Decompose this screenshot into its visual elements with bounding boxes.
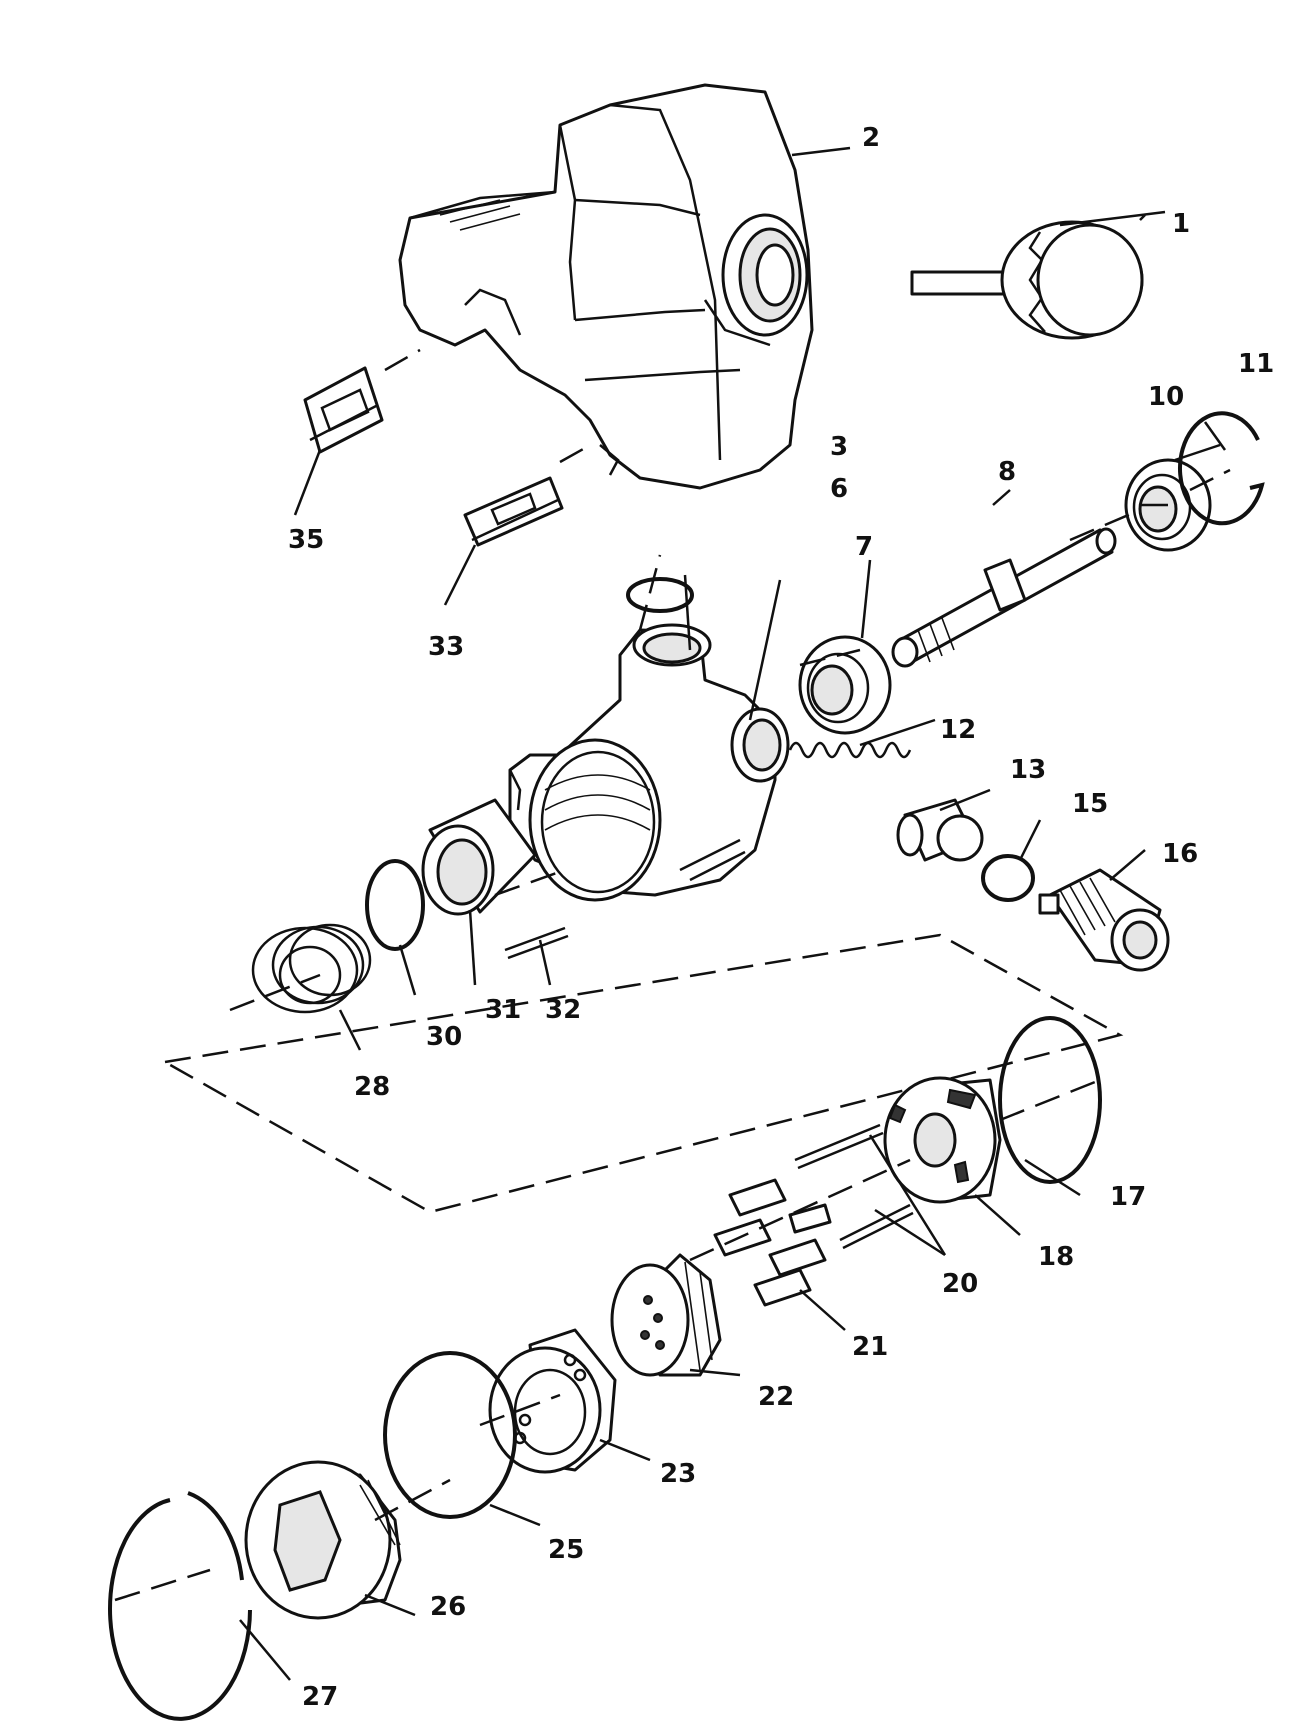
- label-21: 21: [852, 1332, 888, 1362]
- label-26: 26: [430, 1592, 466, 1622]
- part-3-oring: [626, 577, 694, 613]
- label-12: 12: [940, 715, 976, 745]
- label-35: 35: [288, 525, 324, 555]
- label-25: 25: [548, 1535, 584, 1565]
- part-32-pin: [504, 926, 569, 960]
- label-22: 22: [758, 1382, 794, 1412]
- label-3: 3: [830, 432, 848, 462]
- part-20-pins: [794, 1123, 914, 1250]
- label-15: 15: [1072, 789, 1108, 819]
- label-11: 11: [1238, 349, 1274, 379]
- part-23-cam-ring: [488, 1328, 617, 1474]
- label-30: 30: [426, 1022, 462, 1052]
- label-16: 16: [1162, 839, 1198, 869]
- label-32: 32: [545, 995, 581, 1025]
- part-22-rotor: [610, 1253, 722, 1377]
- label-6: 6: [830, 474, 848, 504]
- part-21-vanes: [713, 1178, 832, 1307]
- part-6-gear-housing: [508, 623, 790, 902]
- part-27-snap-ring: [108, 1491, 252, 1721]
- part-11-retaining-ring: [1178, 411, 1265, 526]
- label-2: 2: [862, 123, 880, 153]
- label-28: 28: [354, 1072, 390, 1102]
- part-7-bearing: [798, 635, 892, 735]
- part-12-spring: [788, 741, 912, 759]
- label-18: 18: [1038, 1242, 1074, 1272]
- label-1: 1: [1172, 209, 1190, 239]
- label-10: 10: [1148, 382, 1184, 412]
- part-8-shaft: [891, 527, 1117, 668]
- part-18-end-plate: [883, 1076, 1002, 1204]
- label-31: 31: [485, 995, 521, 1025]
- label-7: 7: [855, 532, 873, 562]
- label-13: 13: [1010, 755, 1046, 785]
- label-23: 23: [660, 1459, 696, 1489]
- label-17: 17: [1110, 1182, 1146, 1212]
- label-33: 33: [428, 632, 464, 662]
- part-28-spring: [251, 923, 372, 1014]
- label-20: 20: [942, 1269, 978, 1299]
- part-35-clip: [303, 366, 384, 454]
- part-26-end-cap: [244, 1460, 402, 1620]
- part-16-fitting: [1038, 868, 1170, 972]
- part-33-clip: [463, 476, 564, 547]
- assembly-boundary: [161, 933, 1124, 1214]
- part-17-oring: [998, 1016, 1102, 1184]
- part-25-oring: [383, 1351, 517, 1519]
- part-2-cover: [398, 83, 814, 490]
- part-30-oring: [365, 859, 425, 951]
- callout-labels: 1 2 3 6 7 8 10 11 12 13 15 16 17 18 20 2…: [288, 123, 1274, 1712]
- label-27: 27: [302, 1682, 338, 1712]
- leader-lines: [114, 146, 1231, 1681]
- part-15-oring: [981, 854, 1035, 902]
- part-1-knob: [910, 220, 1144, 340]
- part-13-valve: [896, 798, 984, 862]
- part-31-sleeve: [421, 798, 537, 916]
- label-8: 8: [998, 457, 1016, 487]
